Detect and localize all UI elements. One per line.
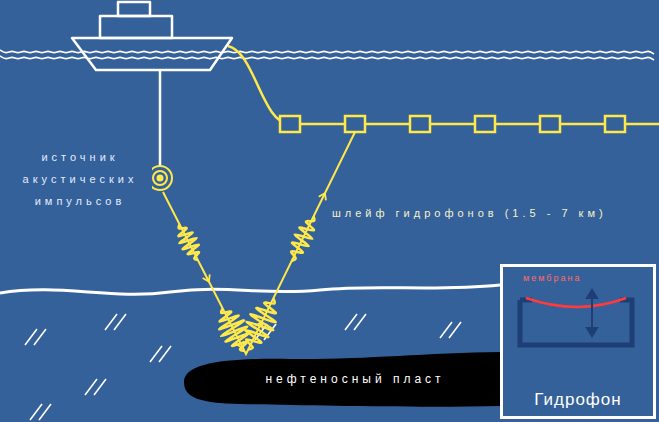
membrane bbox=[526, 298, 626, 307]
ray-path bbox=[163, 132, 355, 354]
hatch-stroke bbox=[354, 314, 366, 330]
hatch-stroke bbox=[94, 379, 106, 395]
hydrophone-box bbox=[280, 116, 625, 132]
hatch-stroke bbox=[449, 322, 461, 338]
ray-arrow bbox=[203, 274, 210, 281]
oil-layer: нефтеносный пласт bbox=[180, 350, 502, 408]
membrane-label: мембрана bbox=[523, 273, 581, 283]
wave-packet bbox=[219, 309, 248, 351]
hatch-stroke bbox=[159, 346, 171, 362]
wave-packet bbox=[245, 299, 275, 350]
ray-arrow bbox=[319, 193, 326, 200]
tow-cable bbox=[159, 70, 162, 166]
water-surface bbox=[0, 50, 654, 54]
ship bbox=[72, 2, 232, 70]
hatch-stroke bbox=[114, 314, 126, 330]
streamer-cable bbox=[228, 46, 659, 124]
hatch-stroke bbox=[34, 329, 46, 345]
hydrophone-box bbox=[540, 116, 560, 132]
layer-name: нефтеносный пласт bbox=[237, 372, 444, 386]
wave-packet bbox=[291, 216, 314, 260]
hydrophone-box bbox=[280, 116, 300, 132]
inset-ground bbox=[500, 264, 656, 419]
acoustic-ray bbox=[163, 132, 355, 354]
ray-arrow bbox=[255, 322, 262, 329]
hatch-stroke bbox=[39, 404, 51, 420]
source-label: источник акустических импульсов bbox=[8, 146, 152, 212]
sea-bed bbox=[0, 285, 500, 294]
membrane-motion-arrow bbox=[587, 290, 597, 336]
hydrophone-box bbox=[410, 116, 430, 132]
hydrophone-box bbox=[475, 116, 495, 132]
hydrophone-box bbox=[345, 116, 365, 132]
inset-title: Гидрофон bbox=[503, 390, 653, 410]
ray-arrow bbox=[237, 341, 244, 348]
hydrophone-box bbox=[605, 116, 625, 132]
wave-packet bbox=[178, 224, 199, 260]
water-surface bbox=[0, 56, 654, 60]
streamer-label: шлейф гидрофонов (1.5 - 7 км) bbox=[330, 205, 609, 221]
hydrophone-inset: мембранаГидрофон bbox=[500, 264, 656, 419]
